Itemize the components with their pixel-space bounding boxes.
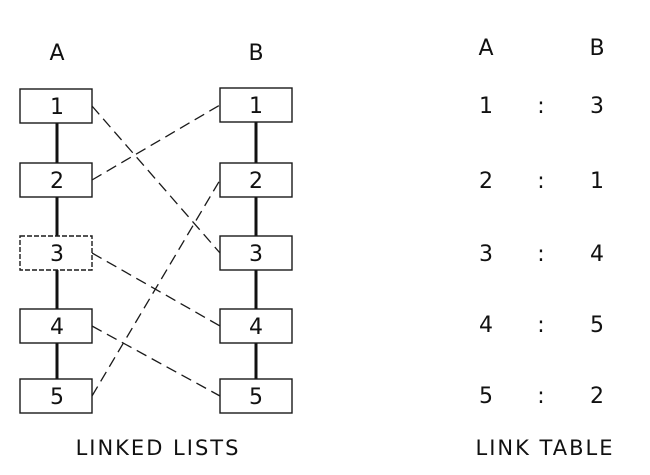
list-b-node-label: 4 <box>249 315 263 340</box>
link-table-row: 3 : 4 <box>479 242 604 267</box>
list-b-header: B <box>248 41 263 66</box>
list-a-header: A <box>49 41 64 66</box>
link-table-row: 1 : 3 <box>479 94 604 119</box>
link-table: A B 1 : 3 2 : 1 3 : 4 4 : 5 5 : 2 <box>478 36 604 409</box>
list-b-node: 5 <box>219 378 293 414</box>
cross-link-line <box>91 252 221 327</box>
link-table-cell-b: 1 <box>590 169 604 194</box>
list-a-node: 1 <box>19 88 93 124</box>
link-table-separator: : <box>537 94 544 119</box>
list-a-node-label: 4 <box>50 315 64 340</box>
link-table-caption: LINK TABLE <box>476 436 615 460</box>
cross-links <box>91 104 221 397</box>
list-a: 1 2 3 4 5 <box>19 88 93 414</box>
link-table-cell-a: 4 <box>479 313 493 338</box>
list-a-node-label: 3 <box>50 242 64 267</box>
cross-link-line <box>91 179 221 397</box>
link-table-cell-a: 3 <box>479 242 493 267</box>
link-table-row: 2 : 1 <box>479 169 604 194</box>
cross-link-line <box>91 104 221 181</box>
link-table-cell-b: 5 <box>590 313 604 338</box>
list-b: 1 2 3 4 5 <box>219 87 293 414</box>
link-table-separator: : <box>537 313 544 338</box>
link-table-separator: : <box>537 384 544 409</box>
list-b-node-label: 1 <box>249 94 263 119</box>
link-table-row: 5 : 2 <box>479 384 604 409</box>
linked-lists-caption: LINKED LISTS <box>76 436 241 460</box>
list-b-node: 1 <box>219 87 293 123</box>
list-a-node: 4 <box>19 308 93 344</box>
link-table-header-a: A <box>478 36 493 61</box>
link-table-cell-b: 4 <box>590 242 604 267</box>
list-b-node: 2 <box>219 162 293 198</box>
link-table-cell-a: 2 <box>479 169 493 194</box>
list-a-node: 3 <box>19 235 93 271</box>
list-b-node-label: 5 <box>249 385 263 410</box>
link-table-separator: : <box>537 242 544 267</box>
list-b-node: 4 <box>219 308 293 344</box>
list-a-node: 5 <box>19 378 93 414</box>
list-b-node: 3 <box>219 235 293 271</box>
list-a-node-label: 5 <box>50 385 64 410</box>
link-table-cell-a: 1 <box>479 94 493 119</box>
list-b-node-label: 3 <box>249 242 263 267</box>
link-table-separator: : <box>537 169 544 194</box>
cross-link-line <box>91 105 221 254</box>
link-table-row: 4 : 5 <box>479 313 604 338</box>
list-a-node: 2 <box>19 162 93 198</box>
link-table-cell-b: 2 <box>590 384 604 409</box>
list-a-node-label: 2 <box>50 169 64 194</box>
list-b-node-label: 2 <box>249 169 263 194</box>
link-table-cell-a: 5 <box>479 384 493 409</box>
link-table-cell-b: 3 <box>590 94 604 119</box>
cross-link-line <box>91 325 221 397</box>
list-a-node-label: 1 <box>50 95 64 120</box>
link-table-header-b: B <box>589 36 604 61</box>
